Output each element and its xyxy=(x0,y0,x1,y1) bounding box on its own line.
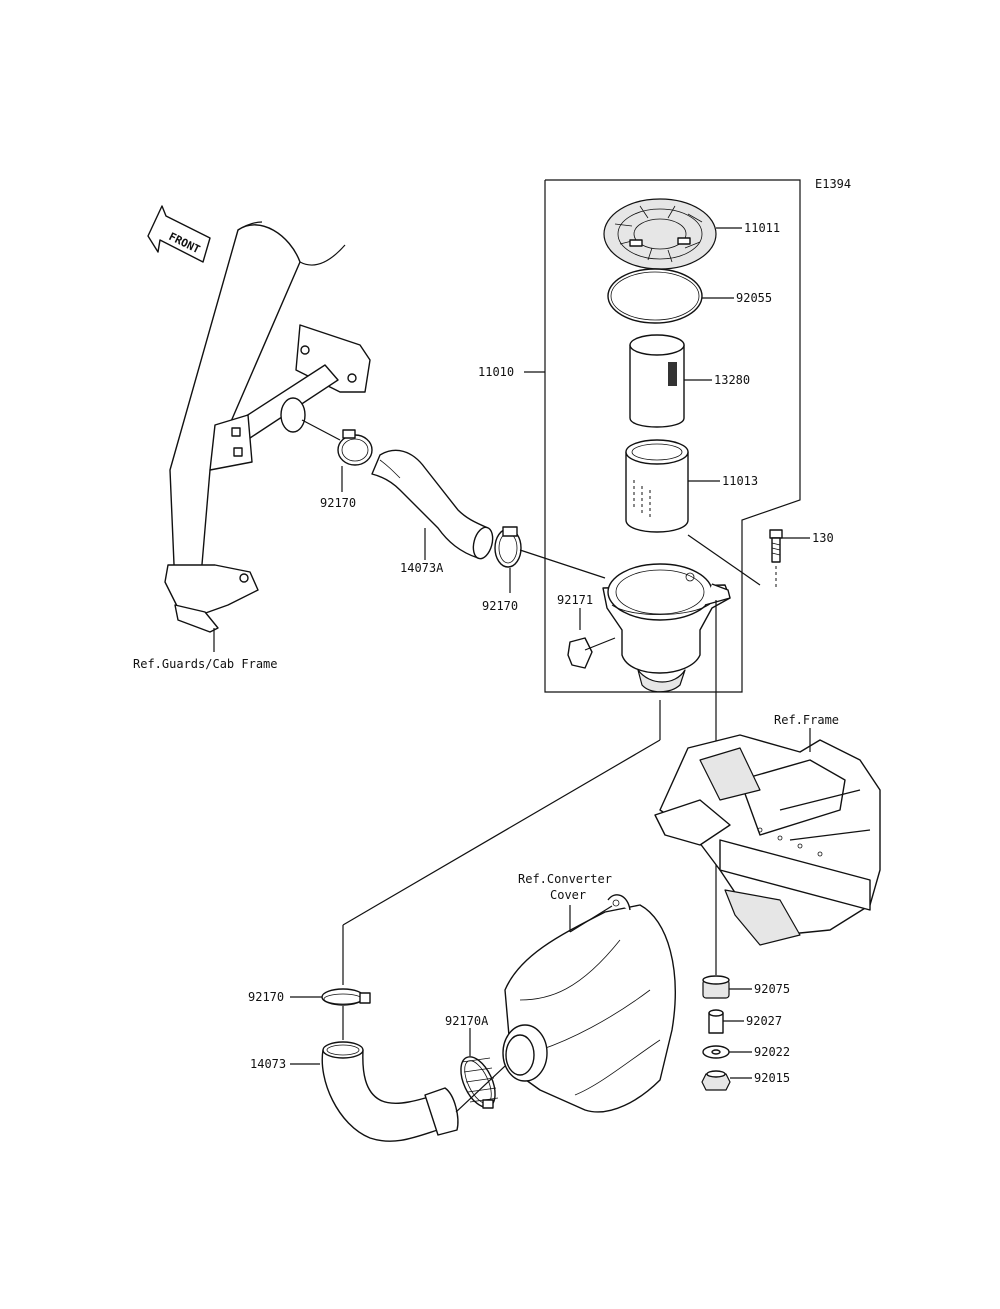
collar-92027 xyxy=(708,1009,724,1034)
label-92075: 92075 xyxy=(754,982,790,996)
air-cleaner-body xyxy=(602,563,731,693)
label-14073: 14073 xyxy=(250,1057,286,1071)
label-11013: 11013 xyxy=(722,474,758,488)
front-arrow-icon: FRONT xyxy=(147,205,211,263)
label-13280: 13280 xyxy=(714,373,750,387)
hose-clamp-92170-mid xyxy=(494,526,522,568)
label-92170A: 92170A xyxy=(445,1014,489,1028)
hose-clamp-92170-top xyxy=(337,429,373,466)
label-130: 130 xyxy=(812,531,834,545)
filter-element-11013 xyxy=(625,439,689,533)
damper-92075 xyxy=(702,975,730,999)
nut-92015 xyxy=(701,1070,731,1091)
label-92170-top: 92170 xyxy=(320,496,356,510)
air-cleaner-cover-11011 xyxy=(603,198,717,270)
filter-element-13280 xyxy=(629,334,685,428)
label-11010: 11010 xyxy=(478,365,514,379)
ref-converter-line2: Cover xyxy=(550,888,586,902)
converter-cover-drawing xyxy=(502,894,676,1113)
leader-body-lower-hose xyxy=(342,739,661,926)
label-92015: 92015 xyxy=(754,1071,790,1085)
washer-92022 xyxy=(702,1045,730,1059)
hose-clamp-92170-low xyxy=(321,988,371,1006)
label-92170-low: 92170 xyxy=(248,990,284,1004)
bracket-92171 xyxy=(567,637,616,669)
hose-14073 xyxy=(321,1041,459,1142)
group-bracket-11010 xyxy=(524,179,801,693)
label-14073A: 14073A xyxy=(400,561,444,575)
diagram-code: E1394 xyxy=(815,177,851,191)
cab-frame-drawing xyxy=(164,221,371,652)
o-ring-92055 xyxy=(607,268,703,324)
ref-converter-line1: Ref.Converter xyxy=(518,872,612,886)
hose-clamp-92170A xyxy=(460,1056,499,1109)
label-92022: 92022 xyxy=(754,1045,790,1059)
bolt-130 xyxy=(769,529,783,563)
ref-frame: Ref.Frame xyxy=(774,713,839,727)
leader-clamp-body xyxy=(519,549,606,579)
label-92055: 92055 xyxy=(736,291,772,305)
label-92027: 92027 xyxy=(746,1014,782,1028)
leader-pipe-clamp xyxy=(301,419,341,441)
label-92170-mid: 92170 xyxy=(482,599,518,613)
hose-14073A xyxy=(371,449,494,560)
ref-guards-cab-frame: Ref.Guards/Cab Frame xyxy=(133,657,278,671)
vehicle-frame-drawing xyxy=(654,728,881,946)
label-11011: 11011 xyxy=(744,221,780,235)
label-92171: 92171 xyxy=(557,593,593,607)
